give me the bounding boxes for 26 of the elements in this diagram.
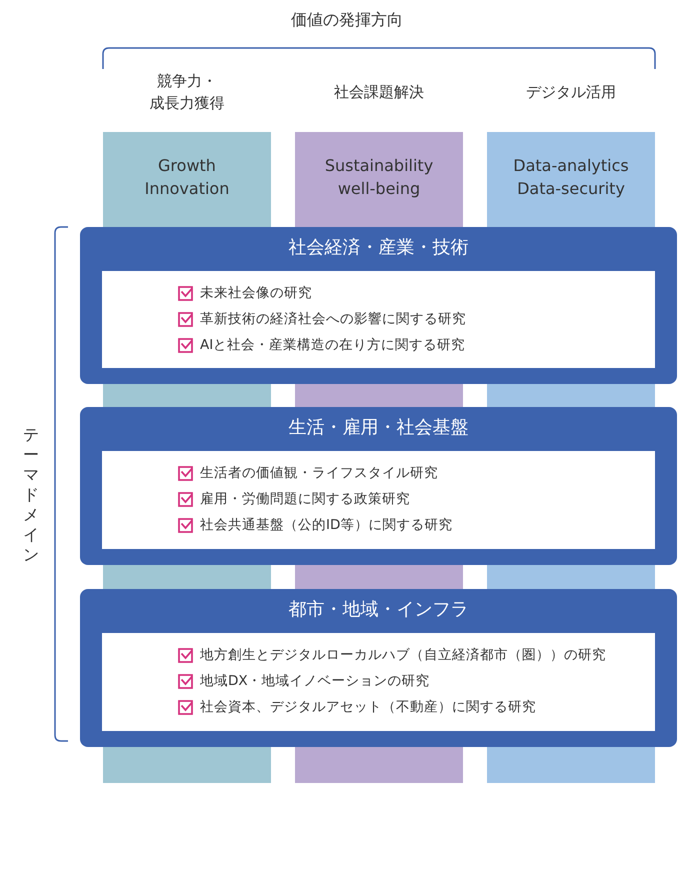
- column-label: Growth Innovation: [144, 155, 230, 200]
- research-item: 生活者の価値観・ライフスタイル研究: [200, 464, 438, 483]
- panel-title: 都市・地域・インフラ: [288, 598, 470, 622]
- theme-panel: [80, 589, 677, 747]
- research-item: 社会共通基盤（公的ID等）に関する研究: [200, 516, 452, 535]
- theme-panel: [80, 227, 677, 384]
- theme-panel: [80, 407, 677, 565]
- panel-title: 生活・雇用・社会基盤: [288, 416, 470, 440]
- panel-title: 社会経済・産業・技術: [288, 236, 470, 260]
- column-heading: デジタル活用: [526, 82, 616, 103]
- research-item: 未来社会像の研究: [200, 284, 312, 303]
- axis-label: テーマドメイン: [22, 425, 40, 565]
- topic-list-box: [102, 451, 655, 549]
- research-item: AIと社会・産業構造の在り方に関する研究: [200, 336, 466, 355]
- research-item: 地域DX・地域イノベーションの研究: [200, 672, 430, 691]
- column-label: Data-analytics Data-security: [512, 155, 630, 200]
- diagram-heading: 価値の発揮方向: [290, 10, 404, 31]
- column-label: Sustainability well-being: [324, 155, 434, 200]
- topic-list-box: [102, 271, 655, 368]
- column-heading: 競争力・成長力獲得: [148, 71, 226, 114]
- research-item: 雇用・労働問題に関する政策研究: [200, 490, 410, 509]
- research-item: 地方創生とデジタルローカルハブ（自立経済都市（圏））の研究: [200, 646, 606, 665]
- column-heading: 社会課題解決: [334, 82, 424, 103]
- research-item: 革新技術の経済社会への影響に関する研究: [200, 310, 466, 329]
- topic-list-box: [102, 633, 655, 731]
- research-item: 社会資本、デジタルアセット（不動産）に関する研究: [200, 698, 536, 717]
